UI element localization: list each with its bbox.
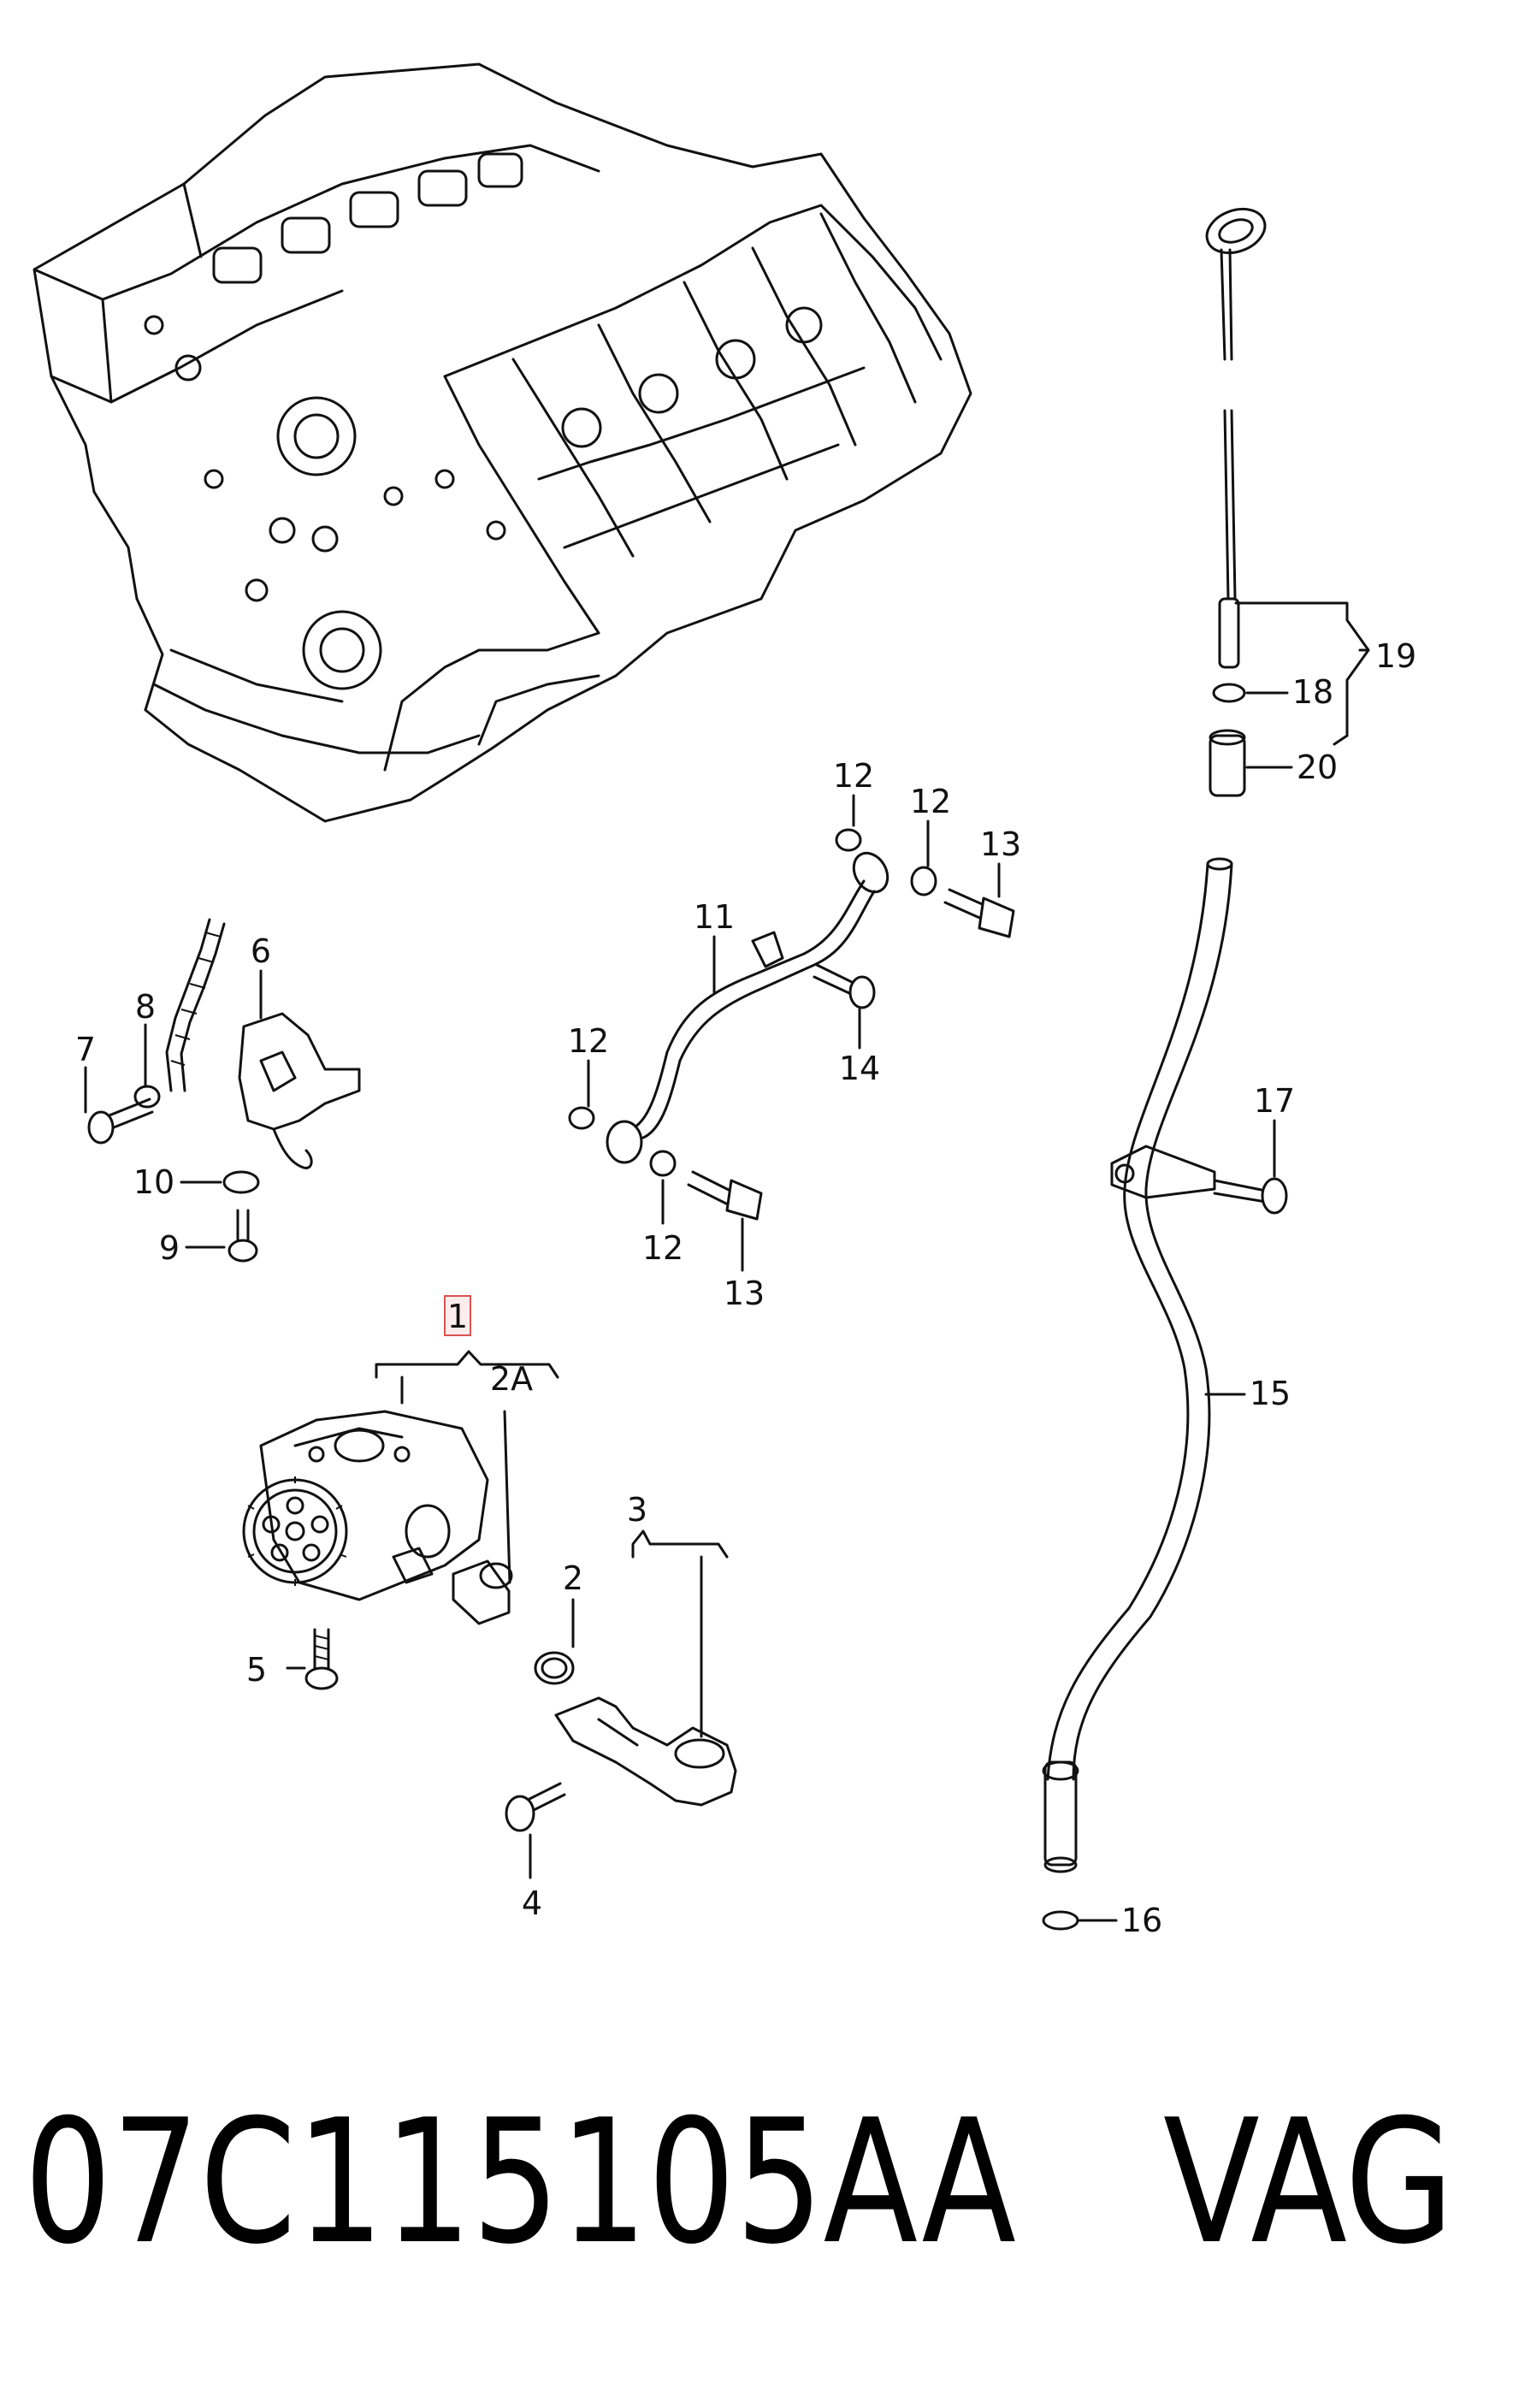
callout-8: 8 bbox=[135, 988, 156, 1026]
callout-labels: 1 2A 3 2 5 4 6 7 8 10 9 11 12 12 13 14 1… bbox=[75, 637, 1416, 1939]
callout-13-top: 13 bbox=[980, 825, 1021, 863]
callout-12-bottom: 12 bbox=[642, 1229, 683, 1267]
callout-14: 14 bbox=[839, 1050, 880, 1087]
callout-10: 10 bbox=[133, 1163, 174, 1201]
callout-17: 17 bbox=[1254, 1082, 1295, 1120]
highlighted-callout-box bbox=[444, 1295, 471, 1336]
callout-5: 5 bbox=[246, 1651, 267, 1689]
callout-6: 6 bbox=[251, 932, 271, 970]
callout-2a: 2A bbox=[490, 1360, 533, 1398]
callout-7: 7 bbox=[75, 1031, 96, 1068]
callout-2: 2 bbox=[563, 1559, 583, 1597]
callout-1: 1 bbox=[447, 1298, 468, 1335]
oil-pump-assembly bbox=[242, 1350, 737, 1879]
brand-label: VAG bbox=[1163, 2083, 1454, 2282]
callout-12-top-left: 12 bbox=[833, 757, 874, 795]
callout-15: 15 bbox=[1250, 1375, 1291, 1412]
callout-12-mid: 12 bbox=[568, 1022, 609, 1060]
callout-16: 16 bbox=[1121, 1902, 1162, 1939]
callout-4: 4 bbox=[522, 1884, 542, 1922]
callout-9: 9 bbox=[159, 1229, 180, 1267]
callout-12-top-right: 12 bbox=[910, 783, 951, 820]
oil-line-assembly bbox=[568, 794, 1015, 1272]
dipstick-assembly bbox=[1042, 207, 1370, 1931]
engine-block-illustration bbox=[33, 62, 972, 823]
callout-19: 19 bbox=[1375, 637, 1416, 675]
part-number-label: 07C115105AA bbox=[24, 2083, 1016, 2282]
callout-3: 3 bbox=[627, 1491, 647, 1529]
callout-11: 11 bbox=[694, 898, 735, 936]
chain-tensioner-assembly bbox=[84, 918, 361, 1263]
callout-13-bottom: 13 bbox=[724, 1275, 765, 1312]
callout-18: 18 bbox=[1292, 673, 1333, 711]
callout-20: 20 bbox=[1297, 748, 1338, 786]
